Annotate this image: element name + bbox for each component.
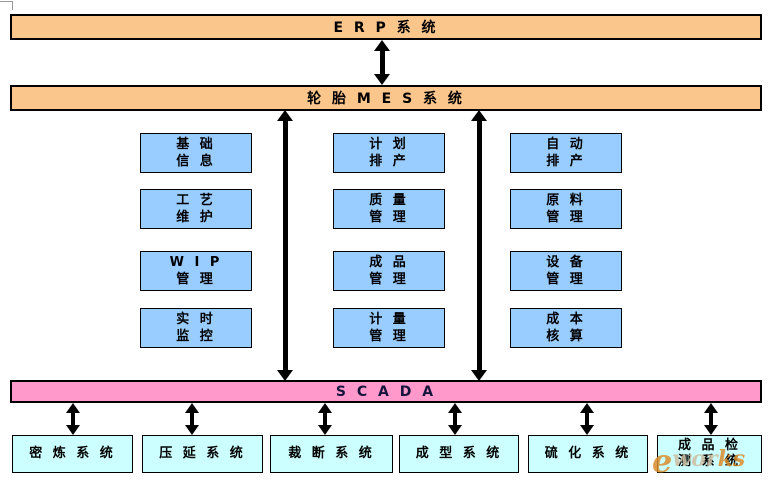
arrow-up-icon [580, 403, 594, 413]
plant-system-box: 压 延 系 统 [142, 435, 263, 473]
scada-plant-arrow [318, 403, 332, 435]
arrow-up-icon [318, 403, 332, 413]
mes-scada-arrow-left [277, 110, 293, 381]
scada-plant-arrow [580, 403, 594, 435]
arrow-down-icon [318, 425, 332, 435]
mes-module-box: 实 时监 控 [140, 308, 252, 348]
arrow-down-icon [374, 74, 390, 85]
mes-bar-label: 轮 胎 M E S 系 统 [307, 91, 465, 107]
scada-plant-arrow [704, 403, 718, 435]
arrow-up-icon [471, 110, 487, 121]
scada-plant-arrow [185, 403, 199, 435]
arrow-up-icon [374, 40, 390, 51]
plant-system-box: 硫 化 系 统 [528, 435, 648, 473]
mes-module-box: 成 品管 理 [333, 251, 445, 291]
mes-module-box: 质 量管 理 [333, 189, 445, 229]
arrow-down-icon [185, 425, 199, 435]
mes-module-box: 设 备管 理 [510, 251, 622, 291]
erp-mes-arrow [374, 40, 390, 85]
mes-module-box: 自 动排 产 [510, 133, 622, 173]
mes-scada-arrow-right [471, 110, 487, 381]
arrow-down-icon [66, 425, 80, 435]
arrow-down-icon [448, 425, 462, 435]
plant-system-box: 成 型 系 统 [399, 435, 519, 473]
arrow-down-icon [277, 370, 293, 381]
erp-bar-label: E R P 系 统 [333, 20, 439, 36]
mes-module-box: 成 本核 算 [510, 308, 622, 348]
arrow-up-icon [66, 403, 80, 413]
scada-bar-label: S C A D A [335, 383, 437, 400]
mes-module-box: 工 艺维 护 [140, 189, 252, 229]
scada-bar: S C A D A [10, 380, 762, 403]
scada-plant-arrow [66, 403, 80, 435]
mes-module-box: 原 料管 理 [510, 189, 622, 229]
mes-module-box: 计 划排 产 [333, 133, 445, 173]
arrow-up-icon [185, 403, 199, 413]
mes-module-box: 计 量管 理 [333, 308, 445, 348]
plant-system-box: 成 品 检 测 系 统 [657, 435, 762, 473]
plant-system-box: 裁 断 系 统 [270, 435, 393, 473]
mes-module-box: 基 础信 息 [140, 133, 252, 173]
corner-artifact [0, 1, 13, 10]
arrow-up-icon [448, 403, 462, 413]
arrow-up-icon [704, 403, 718, 413]
arrow-down-icon [704, 425, 718, 435]
erp-bar: E R P 系 统 [10, 14, 762, 40]
plant-system-box: 密 炼 系 统 [12, 435, 133, 473]
mes-bar: 轮 胎 M E S 系 统 [10, 85, 762, 111]
arrow-down-icon [471, 370, 487, 381]
scada-plant-arrow [448, 403, 462, 435]
arrow-up-icon [277, 110, 293, 121]
arrow-down-icon [580, 425, 594, 435]
